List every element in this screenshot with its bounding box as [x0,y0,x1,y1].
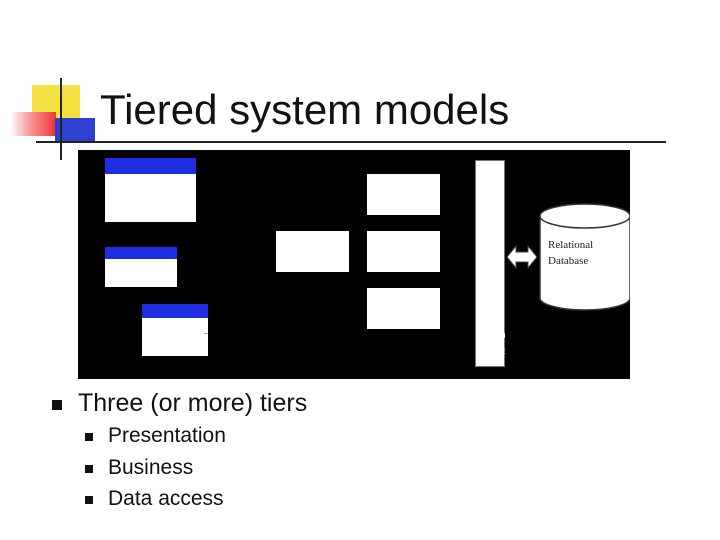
sub-bullet-presentation: Presentation [108,424,226,447]
sub-bullet-square [85,496,93,504]
bullet-square [52,400,62,410]
client-window-1 [105,158,196,222]
tier-diagram: Data Layer Relational Database [78,150,630,379]
double-arrow-icon [506,244,538,270]
database-label: Relational Database [548,239,594,267]
slide-title: Tiered system models [100,86,510,133]
connector-mark [204,333,208,334]
sub-bullet-data-access: Data access [108,487,224,510]
business-box-left [276,231,349,272]
window-title-bar [142,304,208,318]
data-layer-label: Data Layer [483,327,505,357]
business-box-bottom [367,288,440,329]
decor-vertical-line [60,78,62,160]
decor-red-bar [10,112,56,136]
client-window-3 [142,304,208,356]
data-layer-bar [475,160,505,367]
sub-bullet-business: Business [108,456,194,479]
client-window-2 [105,247,177,287]
business-box-top [367,174,440,215]
bullet-main: Three (or more) tiers [78,389,308,417]
window-title-bar [105,247,177,259]
database-cylinder-icon [539,203,630,311]
title-underline [36,141,666,143]
sub-bullet-square [85,465,93,473]
business-box-middle [367,231,440,272]
sub-bullet-square [85,433,93,441]
window-title-bar [105,158,196,174]
